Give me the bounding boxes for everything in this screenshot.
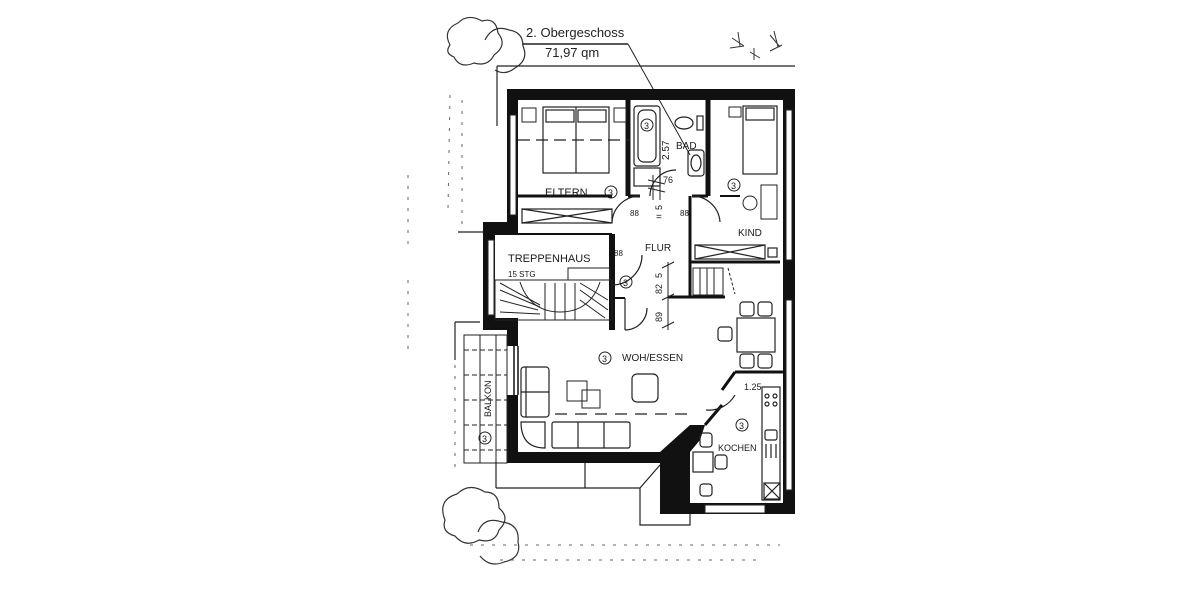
dim-bad-width: 2.57 — [661, 140, 672, 160]
stair-landing-flur — [692, 267, 736, 296]
room-marker-balkon: 3 — [482, 434, 487, 444]
bed-single — [742, 105, 778, 175]
room-marker — [478, 431, 492, 445]
toilet — [674, 115, 705, 177]
dim-door-eltern: 88 — [630, 209, 639, 218]
floor-title: 2. Obergeschoss — [526, 25, 625, 40]
coffee-table — [566, 380, 601, 409]
room-marker-kochen: 3 — [739, 421, 744, 431]
room-marker — [619, 275, 633, 289]
windows — [487, 109, 793, 514]
room-marker — [598, 351, 612, 365]
room-marker — [735, 418, 749, 432]
room-marker-bad: 3 — [644, 121, 649, 131]
dim-kitchen: 1.25 — [744, 382, 762, 392]
room-marker-eltern: 3 — [608, 188, 613, 198]
balcony — [463, 334, 508, 464]
room-marker — [640, 118, 654, 132]
wardrobe-kind — [694, 244, 778, 260]
room-marker — [727, 178, 741, 192]
bathtub — [633, 105, 661, 187]
room-marker — [604, 185, 618, 199]
kitchen-table — [692, 432, 728, 497]
room-marker-kind: 3 — [731, 181, 736, 191]
bed-double — [518, 106, 630, 174]
floor-area: 71,97 qm — [545, 45, 600, 60]
dim-flur-5b: 5 — [654, 273, 664, 278]
room-label-bad: BAD — [676, 141, 697, 152]
nightstand — [728, 106, 742, 118]
room-label-woh-essen: WOH/ESSEN — [622, 353, 683, 364]
site-lines — [454, 65, 795, 526]
dim-door-76: 76 — [663, 175, 673, 185]
shrub-icon — [729, 30, 783, 60]
room-label-treppenhaus: TREPPENHAUS — [508, 253, 591, 265]
chair-round — [742, 195, 758, 211]
tree-icon — [442, 16, 526, 565]
kitchen-counter — [761, 386, 781, 501]
room-label-kind: KIND — [738, 228, 762, 239]
dining-set — [717, 301, 776, 369]
room-marker-woh: 3 — [602, 354, 607, 364]
room-label-flur: FLUR — [645, 243, 671, 254]
dim-equal: = — [656, 212, 662, 223]
dim-flur-5a: 5 — [654, 205, 664, 210]
room-label-balkon: BALKON — [483, 380, 493, 417]
room-marker-flur: 3 — [623, 278, 628, 288]
dimension-lines — [647, 175, 675, 330]
landscape-marks — [407, 94, 780, 561]
stair-count: 15 STG — [508, 270, 536, 279]
nightstand — [613, 107, 627, 123]
room-label-eltern: ELTERN — [545, 187, 588, 199]
armchair — [631, 373, 659, 403]
sofa-set — [520, 366, 631, 449]
dim-flur-89: 89 — [654, 312, 664, 322]
door-swings — [611, 169, 736, 411]
desk — [760, 184, 778, 220]
dim-door-kind: 88 — [680, 209, 689, 218]
staircase — [494, 267, 613, 321]
room-label-kochen: KOCHEN — [718, 443, 757, 453]
wardrobe-eltern — [521, 208, 613, 224]
dim-door-treppe: 88 — [614, 249, 623, 258]
dim-flur-82: 82 — [654, 284, 664, 294]
nightstand — [521, 107, 537, 123]
